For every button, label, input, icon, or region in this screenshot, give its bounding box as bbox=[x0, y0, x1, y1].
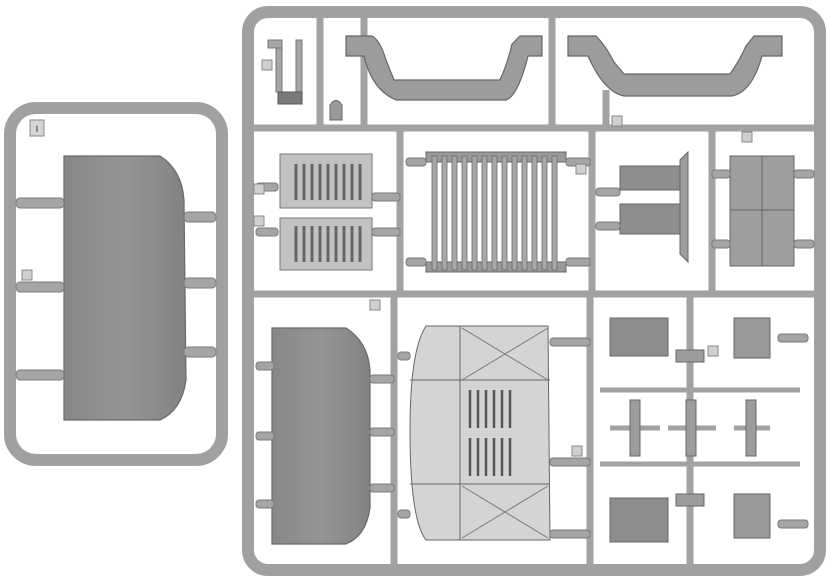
chassis-parts bbox=[600, 317, 800, 543]
small-sprue: I bbox=[4, 102, 228, 466]
small-sprue-frame bbox=[4, 102, 228, 466]
large-side-panel-part bbox=[271, 327, 371, 545]
slat-frame-part bbox=[425, 151, 567, 273]
small-sprue-gates bbox=[15, 197, 217, 381]
grille-parts bbox=[279, 153, 373, 271]
bracket-parts bbox=[619, 150, 689, 264]
sprue-label-text: I bbox=[36, 125, 39, 135]
large-sprue bbox=[242, 6, 826, 576]
sprue-label-tag bbox=[29, 119, 45, 137]
top-left-small-parts bbox=[261, 39, 343, 121]
hood-part bbox=[409, 325, 551, 541]
part-number-tags bbox=[253, 115, 753, 457]
large-sprue-frame bbox=[242, 6, 826, 576]
part-number-tag bbox=[21, 269, 33, 281]
side-panel-part bbox=[63, 155, 187, 421]
internal-runners bbox=[254, 18, 814, 564]
door-panel-part bbox=[729, 155, 795, 267]
top-beam-parts bbox=[345, 35, 783, 101]
large-sprue-gates bbox=[255, 157, 815, 539]
